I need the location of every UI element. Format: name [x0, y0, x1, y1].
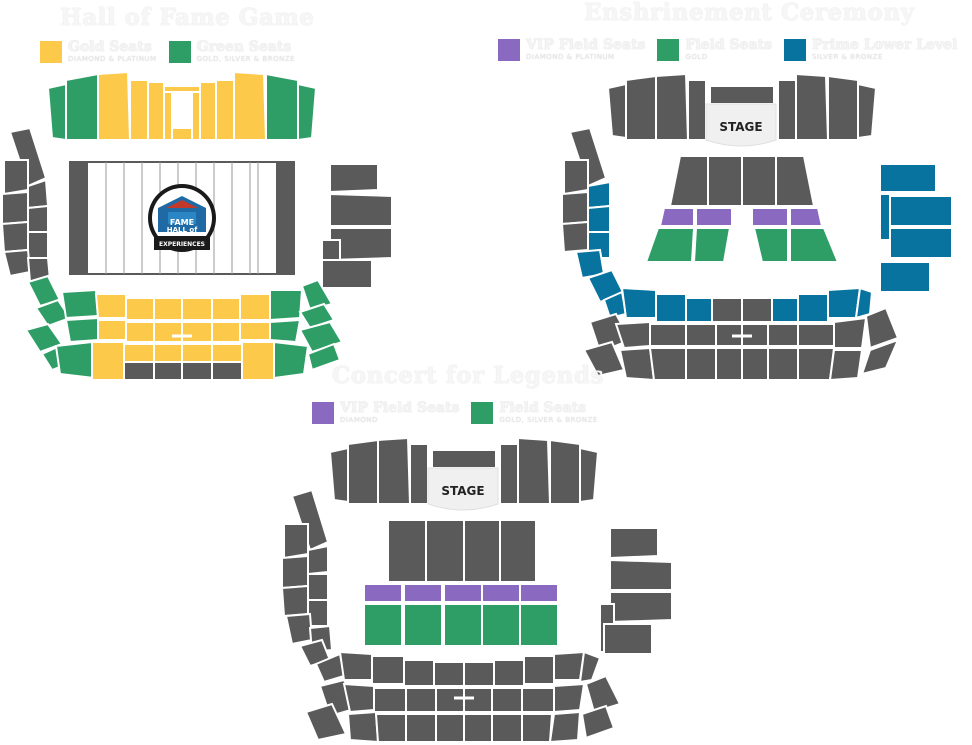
enshrinement-ceremony-legend: VIP Field Seats DIAMOND & PLATINUM Field…: [498, 38, 957, 61]
legend-label: VIP Field Seats: [526, 37, 646, 53]
stage: STAGE: [427, 467, 499, 511]
right-stand: [599, 527, 673, 655]
stage: STAGE: [705, 103, 777, 147]
hall-of-fame-game-legend: Gold Seats DIAMOND & PLATINUM Green Seat…: [40, 40, 295, 63]
legend-sublabel: GOLD, SILVER & BRONZE: [196, 55, 296, 63]
stage-label: STAGE: [441, 484, 484, 498]
legend-sublabel: GOLD, SILVER & BRONZE: [499, 416, 598, 424]
gold-swatch: [40, 41, 62, 63]
hall-of-fame-logo: HALL of FAME EXPERIENCES: [148, 184, 216, 252]
right-stand: [879, 163, 953, 293]
upper-stand: [328, 436, 600, 505]
purple-swatch: [312, 402, 334, 424]
legend-sublabel: DIAMOND & PLATINUM: [526, 53, 615, 61]
legend-sublabel: DIAMOND: [340, 416, 378, 424]
logo-text-line2: FAME: [170, 218, 194, 227]
field-floor: [644, 155, 840, 263]
lower-stand: [24, 274, 344, 381]
concert-for-legends-title: Concert for Legends: [332, 362, 604, 389]
logo-text-line3: EXPERIENCES: [159, 241, 205, 248]
lower-stand: [582, 286, 900, 382]
field-floor: [363, 519, 559, 647]
lower-stand: [304, 650, 622, 744]
upper-stand: [46, 70, 318, 142]
legend-item-green-seats: Green Seats GOLD, SILVER & BRONZE: [168, 39, 296, 63]
green-swatch: [168, 41, 191, 63]
stage-label: STAGE: [719, 120, 762, 134]
logo-text-line1: HALL of: [167, 226, 198, 234]
legend-item-gold-seats: Gold Seats DIAMOND & PLATINUM: [40, 40, 157, 63]
left-stand: [280, 488, 334, 668]
legend-label: VIP Field Seats: [340, 400, 460, 416]
purple-swatch: [498, 39, 520, 61]
blue-swatch: [784, 39, 806, 61]
legend-label: Green Seats: [196, 39, 292, 55]
legend-item-vip-field-seats: VIP Field Seats DIAMOND: [312, 401, 459, 424]
legend-label: Field Seats: [685, 37, 772, 53]
left-stand: [0, 126, 52, 284]
legend-label: Field Seats: [499, 400, 586, 416]
legend-item-field-seats: Field Seats GOLD, SILVER & BRONZE: [471, 401, 597, 424]
legend-item-field-seats: Field Seats GOLD: [657, 38, 772, 61]
hall-of-fame-game-title: Hall of Fame Game: [60, 4, 315, 31]
right-stand: [321, 163, 393, 289]
upper-stand: [606, 72, 878, 141]
concert-for-legends-legend: VIP Field Seats DIAMOND Field Seats GOLD…: [312, 401, 598, 424]
legend-sublabel: GOLD: [685, 53, 708, 61]
enshrinement-ceremony-title: Enshrinement Ceremony: [584, 0, 915, 26]
left-stand: [560, 126, 626, 304]
green-swatch: [471, 402, 494, 424]
legend-item-prime-lower-level: Prime Lower Level SILVER & BRONZE: [784, 38, 957, 61]
legend-sublabel: DIAMOND & PLATINUM: [68, 55, 157, 63]
legend-sublabel: SILVER & BRONZE: [812, 53, 883, 61]
legend-label: Prime Lower Level: [812, 37, 958, 53]
green-swatch: [657, 39, 680, 61]
legend-label: Gold Seats: [68, 39, 152, 55]
legend-item-vip-field-seats: VIP Field Seats DIAMOND & PLATINUM: [498, 38, 645, 61]
